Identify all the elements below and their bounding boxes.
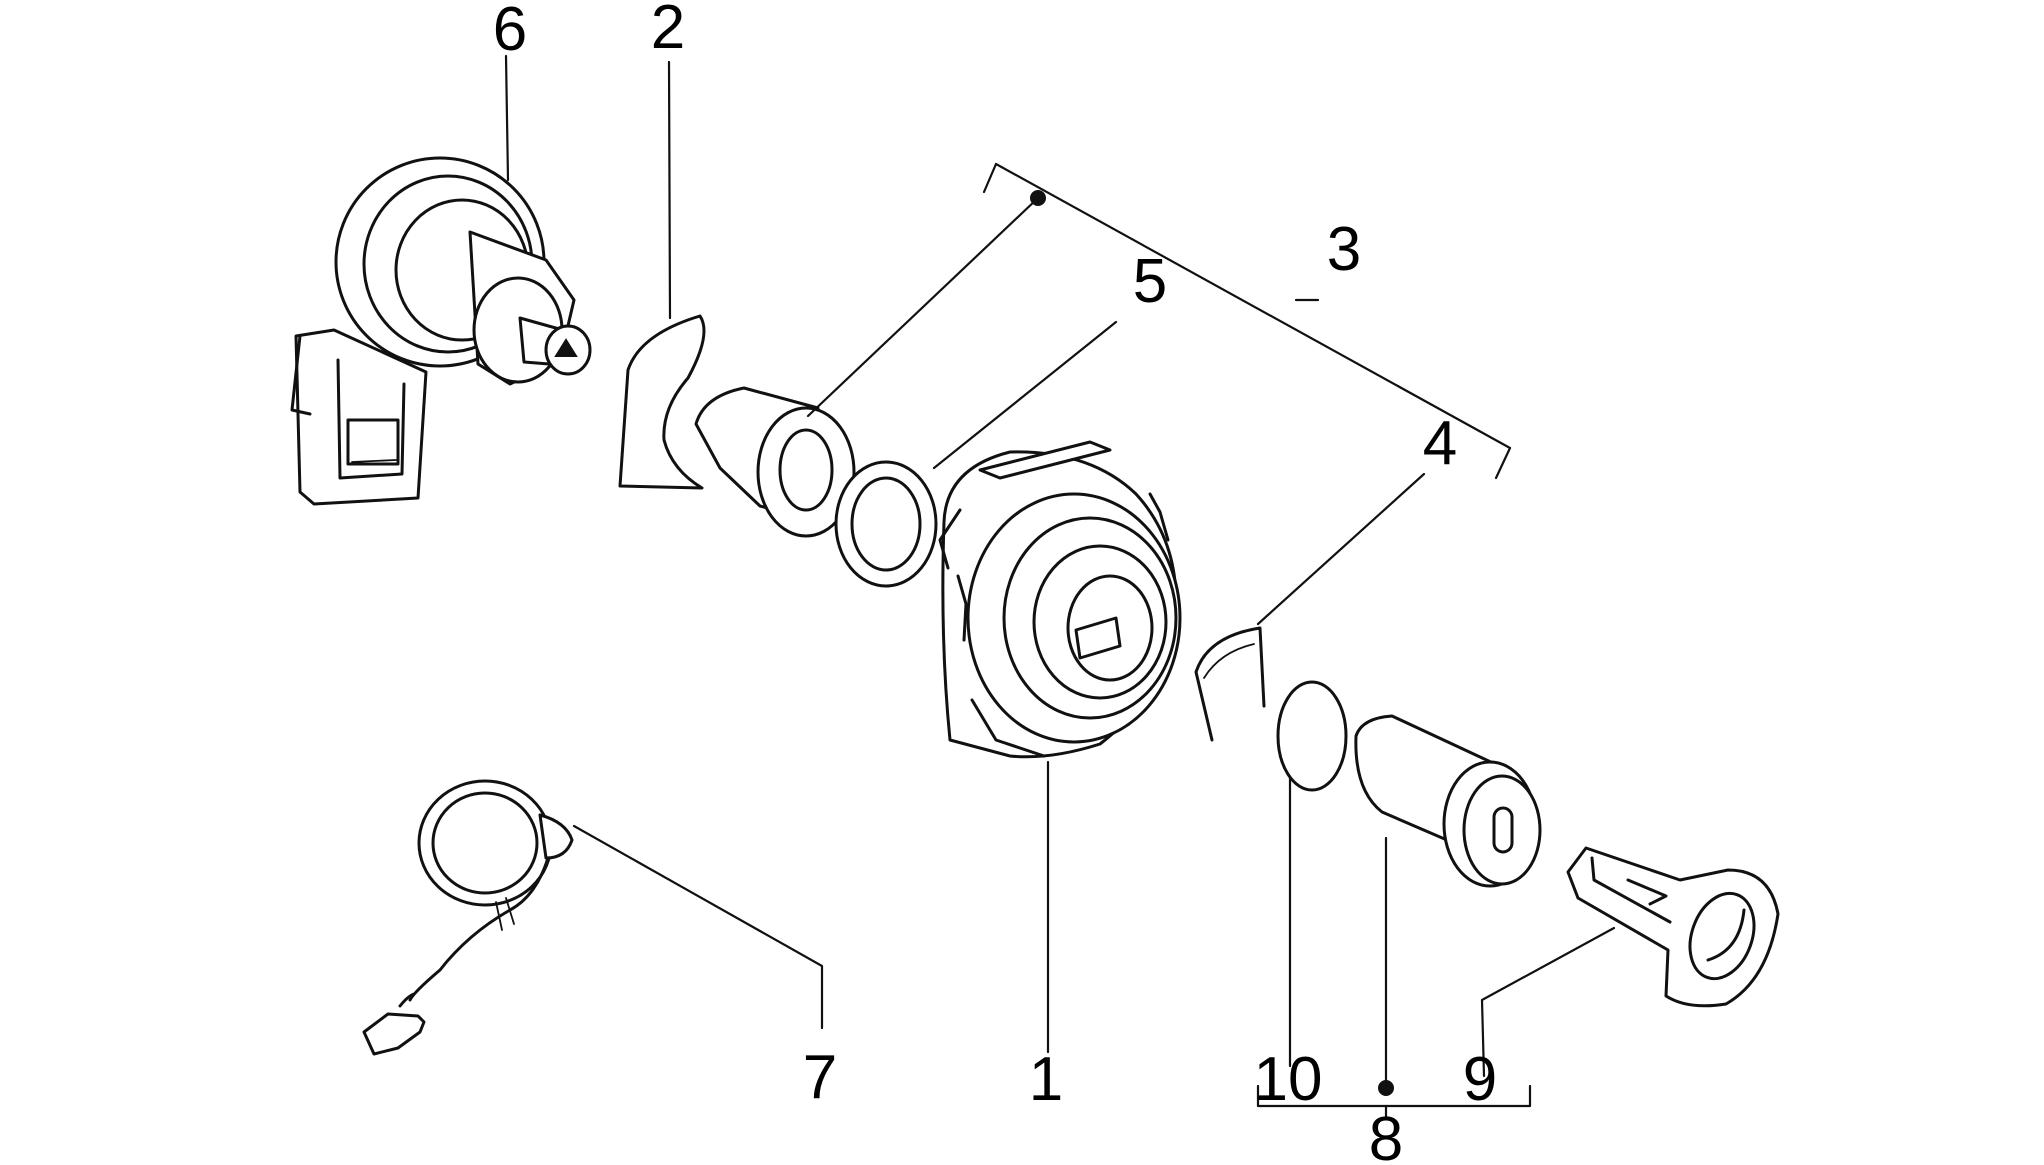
- part-9-key: [1566, 846, 1780, 1008]
- leader-lines: [504, 54, 1616, 1120]
- part-10-o-ring: [1276, 680, 1348, 792]
- part-8-lock-cylinder: [1354, 714, 1542, 888]
- part-2-gasket: [618, 314, 706, 490]
- part-7-wiring-ring: [362, 779, 574, 1056]
- callout-7: 7: [803, 1043, 837, 1112]
- part-1-lock-housing: [938, 440, 1182, 759]
- callout-5: 5: [1133, 247, 1167, 316]
- callout-6: 6: [493, 0, 527, 64]
- part-6-ignition-switch: [290, 156, 592, 506]
- callout-9: 9: [1463, 1045, 1497, 1114]
- callout-1: 1: [1029, 1045, 1063, 1114]
- callout-3: 3: [1327, 215, 1361, 284]
- callout-2: 2: [651, 0, 685, 62]
- callout-4: 4: [1423, 409, 1457, 478]
- callout-10: 10: [1254, 1045, 1323, 1114]
- part-3-sleeve: [694, 386, 856, 538]
- part-5-washer: [834, 460, 938, 588]
- callout-8: 8: [1369, 1105, 1403, 1165]
- part-3-marker-dot: [1030, 190, 1046, 206]
- part-8-marker-dot: [1378, 1080, 1394, 1096]
- part-4-clip: [1194, 626, 1266, 742]
